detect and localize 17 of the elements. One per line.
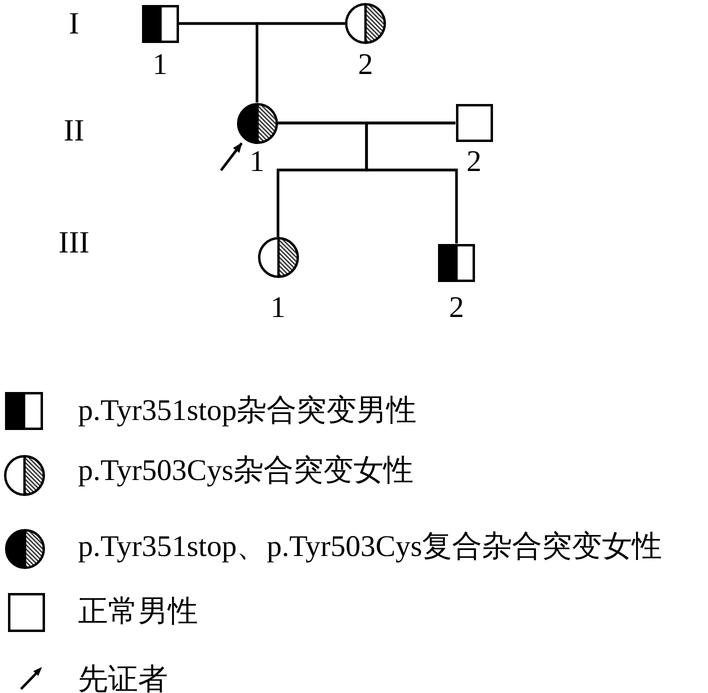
legend-text: 正常男性 <box>78 596 198 628</box>
legend-text: p.Tyr503Cys杂合突变女性 <box>78 455 414 487</box>
individual-number: 2 <box>466 147 482 177</box>
descent-line <box>256 22 345 102</box>
pointer-arrow <box>220 142 243 172</box>
legend-text: p.Tyr351stop杂合突变男性 <box>78 395 417 427</box>
individual-number: 2 <box>358 50 373 80</box>
individual-number: 2 <box>449 293 464 323</box>
individual-number: 1 <box>270 293 286 323</box>
legend-text: p.Tyr351stop、p.Tyr503Cys复合杂合突变女性 <box>78 531 662 563</box>
generation-label: II <box>64 114 84 146</box>
generation-label: I <box>68 8 80 38</box>
legend-text: 先证者 <box>78 664 168 693</box>
generation-label: III <box>58 226 90 258</box>
individual-number: 1 <box>250 147 264 177</box>
descent-line <box>365 122 458 244</box>
individual-number: 1 <box>152 50 168 80</box>
